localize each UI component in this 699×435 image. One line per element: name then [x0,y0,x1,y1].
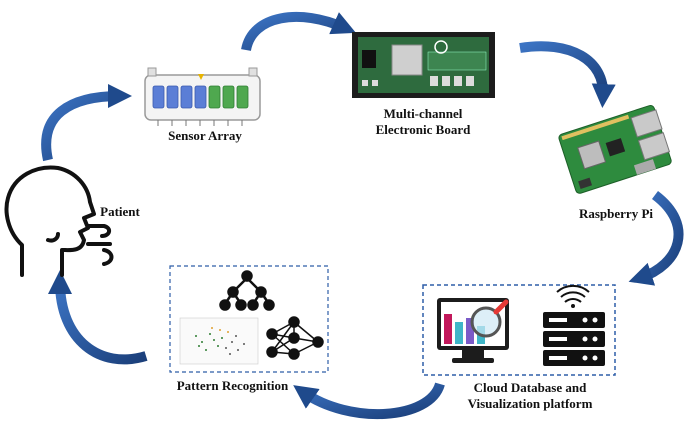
neural-network-icon [266,316,324,360]
cloud-panel-border [422,284,616,376]
arrow-sensor-to-board [241,12,356,52]
scatter-plot-thumbnail [179,317,259,365]
cloud-label-line2: Visualization platform [467,396,593,411]
analytics-monitor-icon [437,298,509,363]
pattern-recognition-label: Pattern Recognition [176,378,289,393]
tree-network-icon [219,270,275,311]
electronic-board-label: Multi-channel Electronic Board [358,106,488,138]
cloud-label-line1: Cloud Database and [473,380,587,395]
pattern-panel-border [169,265,329,373]
head-breathing-icon [4,165,114,277]
server-wifi-icon [543,284,605,366]
arrow-patient-to-sensor [41,84,132,162]
electronic-board-label-line1: Multi-channel [383,106,463,121]
arrow-pattern-to-patient [48,270,148,365]
sensor-array-label: Sensor Array [168,128,242,143]
cloud-label: Cloud Database and Visualization platfor… [455,380,605,412]
arrow-board-to-pi [519,41,616,108]
raspberry-pi-image [558,105,672,194]
arrow-pi-to-cloud [628,191,684,286]
sensor-array-image [144,67,261,126]
raspberry-pi-label: Raspberry Pi [578,206,654,221]
electronic-board-image [352,32,495,98]
arrow-cloud-to-pattern [293,382,445,420]
electronic-board-label-line2: Electronic Board [375,122,471,137]
patient-label: Patient [100,204,140,219]
